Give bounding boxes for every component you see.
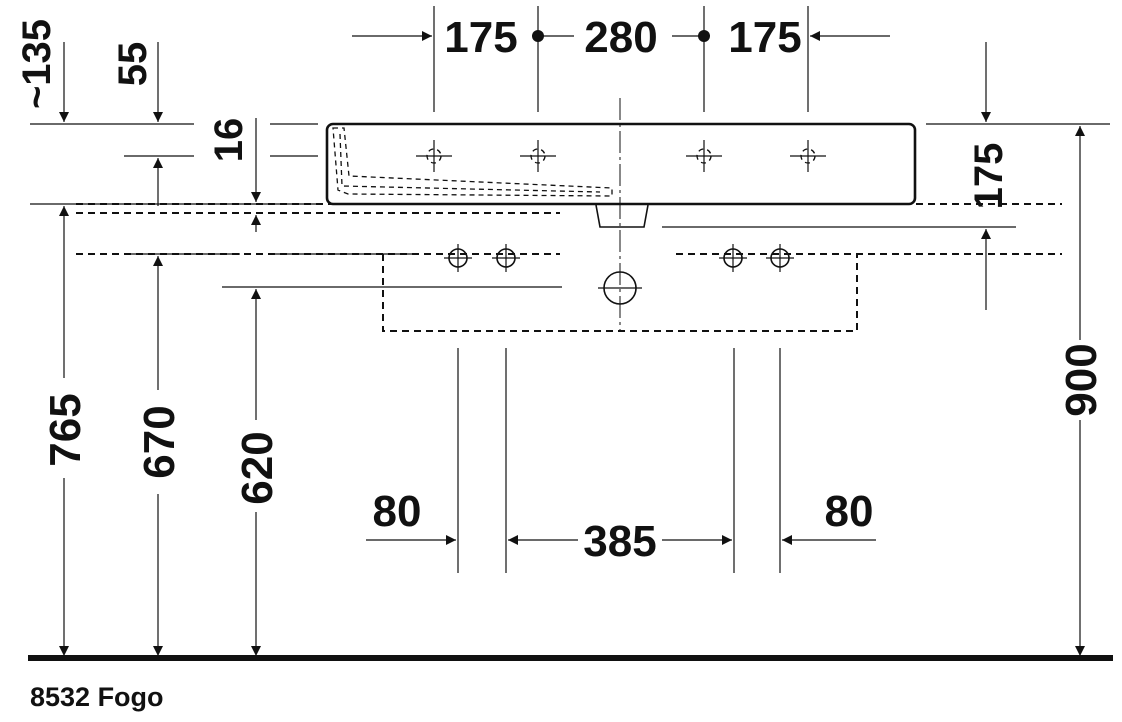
dim-leg-left-80: 80: [373, 487, 422, 536]
dim-basin-175: 175: [967, 143, 1011, 210]
dim-height-670: 670: [135, 405, 184, 478]
dim-top-left-175: 175: [444, 13, 517, 62]
dim-height-620: 620: [233, 431, 282, 504]
dim-top-center-280: 280: [584, 13, 657, 62]
model-label: 8532 Fogo: [30, 682, 164, 712]
installation-dashed-lines: [76, 203, 1062, 332]
washbasin-body: [325, 122, 917, 228]
dim-leg-right-80: 80: [825, 487, 874, 536]
supply-connections: [444, 244, 794, 305]
dim-total-height-900: 900: [1057, 343, 1106, 416]
dim-rim-16: 16: [207, 118, 251, 163]
dim-approx-135: ~135: [15, 19, 59, 109]
dim-overhang-55: 55: [111, 42, 155, 87]
tap-hole-marks: [416, 140, 826, 172]
dim-leg-spacing-385: 385: [583, 517, 656, 566]
dim-height-765: 765: [41, 393, 90, 466]
dim-top-right-175: 175: [728, 13, 801, 62]
dimension-lines: [59, 30, 1085, 656]
dimension-labels: 175 280 175 ~135 55 16 175 765 670 620 9…: [15, 13, 1106, 566]
extension-lines: [30, 6, 1110, 573]
